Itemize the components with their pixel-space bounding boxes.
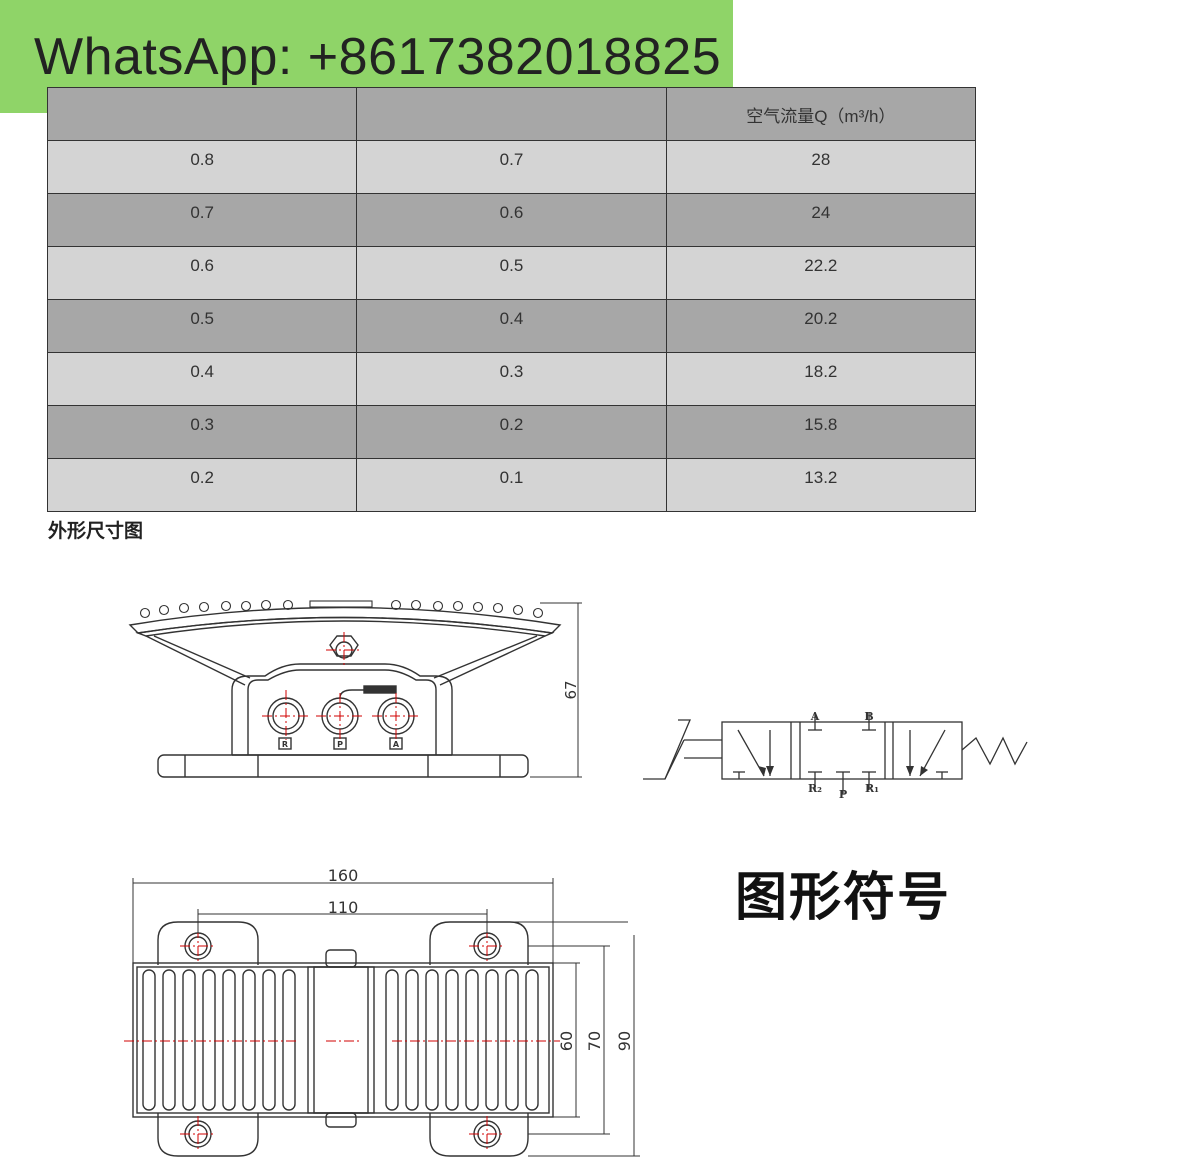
- table-row: 0.8 0.7 28: [46, 140, 977, 194]
- valve-symbol-port-labels: A B R₂ P R₁: [808, 710, 879, 801]
- port-p: P: [839, 788, 847, 801]
- side-view: [128, 599, 562, 778]
- dim-90-label: 90: [615, 1031, 634, 1051]
- section-title: 外形尺寸图: [48, 520, 144, 542]
- top-bumps: [139, 599, 544, 619]
- dim-110-label: 110: [328, 898, 359, 917]
- port-label-a: A: [393, 740, 400, 749]
- table-row: 0.7 0.6 24: [46, 193, 977, 247]
- port-label-p: P: [337, 740, 343, 749]
- symbol-title: 图形符号: [735, 867, 952, 928]
- side-view-height-dimension: [530, 602, 582, 778]
- port-r2: R₂: [808, 782, 822, 795]
- header-cell-input-pressure: [46, 87, 358, 141]
- spec-table: 空气流量Q（m³/h） 0.8 0.7 28 0.7 0.6 24 0.6 0.…: [46, 87, 977, 512]
- valve-symbol-arrowheads: [758, 766, 928, 776]
- dim-67-label: 67: [562, 680, 580, 699]
- top-view-dimensions: [132, 878, 640, 1157]
- port-r1: R₁: [865, 782, 879, 795]
- top-view-dimension-labels: 160 110 60 70 90: [328, 866, 634, 1051]
- header-cell-output-pressure: [356, 87, 667, 141]
- table-row: 0.2 0.1 13.2: [46, 458, 977, 512]
- valve-symbol: [643, 712, 1028, 794]
- port-a: A: [810, 710, 820, 723]
- watermark-text: WhatsApp: +8617382018825: [34, 27, 722, 86]
- dim-60-label: 60: [557, 1031, 576, 1051]
- dim-70-label: 70: [585, 1031, 604, 1051]
- table-row: 0.4 0.3 18.2: [46, 352, 977, 406]
- top-view-centerlines: [124, 928, 560, 1152]
- side-view-centerlines: [262, 632, 420, 740]
- dim-160-label: 160: [328, 866, 359, 885]
- port-label-r: R: [282, 740, 288, 749]
- port-b: B: [864, 710, 873, 723]
- top-view: [132, 921, 554, 1157]
- table-row: 0.6 0.5 22.2: [46, 246, 977, 300]
- side-view-port-labels: R P A: [282, 740, 400, 749]
- table-header-row: 空气流量Q（m³/h）: [46, 87, 977, 141]
